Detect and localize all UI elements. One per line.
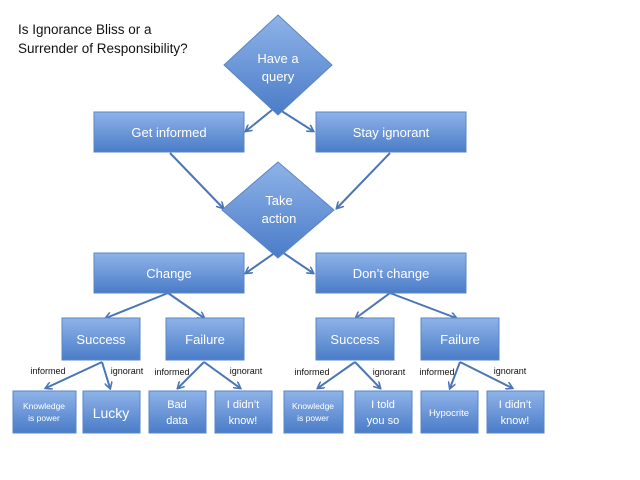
edge-failure-l4 <box>203 361 240 388</box>
edge-label-informed: informed <box>419 367 454 377</box>
node-text: I didn’t <box>227 399 259 411</box>
node-text: I told <box>371 399 395 411</box>
leaf-knowledge-is-power: Knowledge is power <box>12 390 77 434</box>
node-nochange-failure: Failure <box>420 317 500 361</box>
edge-nsuccess-l6 <box>354 361 380 388</box>
diagram-title: Is Ignorance Bliss or a Surrender of Res… <box>18 20 188 58</box>
node-text: Knowledge <box>23 401 65 411</box>
node-text: Get informed <box>131 125 206 140</box>
leaf-lucky: Lucky <box>82 390 141 434</box>
node-text: Bad <box>167 399 187 411</box>
node-text: Stay ignorant <box>353 125 430 140</box>
node-change-failure: Failure <box>165 317 245 361</box>
edge-success-l2 <box>101 361 110 388</box>
edge-nsuccess-l5 <box>318 361 356 388</box>
node-have-a-query: Have a query <box>223 14 333 116</box>
node-text: is power <box>28 413 60 423</box>
node-stay-ignorant: Stay ignorant <box>315 111 467 153</box>
edge-action-nochange <box>281 251 313 273</box>
title-line-1: Is Ignorance Bliss or a <box>18 22 152 37</box>
node-text: Don’t change <box>353 266 430 281</box>
node-text: Hypocrite <box>429 408 469 419</box>
edge-change-success <box>106 292 169 318</box>
title-line-2: Surrender of Responsibility? <box>18 41 188 56</box>
leaf-bad-data: Bad data <box>148 390 207 434</box>
edge-nfailure-l8 <box>459 361 512 388</box>
node-text: Lucky <box>93 405 130 421</box>
edge-label-ignorant: ignorant <box>111 366 144 376</box>
leaf-knowledge-is-power-2: Knowledge is power <box>283 390 344 434</box>
edge-change-failure <box>167 292 204 318</box>
node-change: Change <box>93 252 245 294</box>
node-text: is power <box>297 413 329 423</box>
node-dont-change: Don’t change <box>315 252 467 294</box>
node-text: Failure <box>185 332 225 347</box>
node-text: data <box>166 415 188 427</box>
edge-label-informed: informed <box>30 366 65 376</box>
node-text: know! <box>501 415 530 427</box>
leaf-i-didnt-know-2: I didn’t know! <box>486 390 545 434</box>
node-change-success: Success <box>61 317 141 361</box>
node-text: Success <box>76 332 126 347</box>
edge-nochange-success <box>356 292 391 318</box>
node-take-action: Take action <box>221 161 335 259</box>
edge-label-informed: informed <box>294 367 329 377</box>
edge-informed-action <box>169 152 223 208</box>
leaf-i-told-you-so: I told you so <box>354 390 413 434</box>
node-nochange-success: Success <box>315 317 395 361</box>
node-text: action <box>262 211 297 226</box>
leaf-hypocrite: Hypocrite <box>420 390 479 434</box>
node-text: know! <box>229 415 258 427</box>
edge-query-informed <box>246 109 273 131</box>
edge-action-change <box>246 251 277 273</box>
edge-nochange-failure <box>389 292 456 318</box>
edge-label-ignorant: ignorant <box>230 366 263 376</box>
edge-label-ignorant: ignorant <box>494 366 527 376</box>
edge-query-ignorant <box>279 109 313 131</box>
node-text: Success <box>330 332 380 347</box>
edge-nfailure-l7 <box>450 361 461 388</box>
edge-failure-l3 <box>178 361 205 388</box>
node-get-informed: Get informed <box>93 111 245 153</box>
node-text: Have a <box>257 51 299 66</box>
node-text: Knowledge <box>292 401 334 411</box>
edge-label-informed: informed <box>154 367 189 377</box>
leaf-i-didnt-know: I didn’t know! <box>214 390 273 434</box>
node-text: Change <box>146 266 192 281</box>
node-text: query <box>262 69 295 84</box>
node-text: Failure <box>440 332 480 347</box>
node-text: Take <box>265 193 292 208</box>
edge-ignorant-action <box>337 152 391 208</box>
node-text: I didn’t <box>499 399 531 411</box>
node-text: you so <box>367 415 399 427</box>
edge-label-ignorant: ignorant <box>373 367 406 377</box>
edge-success-l1 <box>46 361 103 388</box>
